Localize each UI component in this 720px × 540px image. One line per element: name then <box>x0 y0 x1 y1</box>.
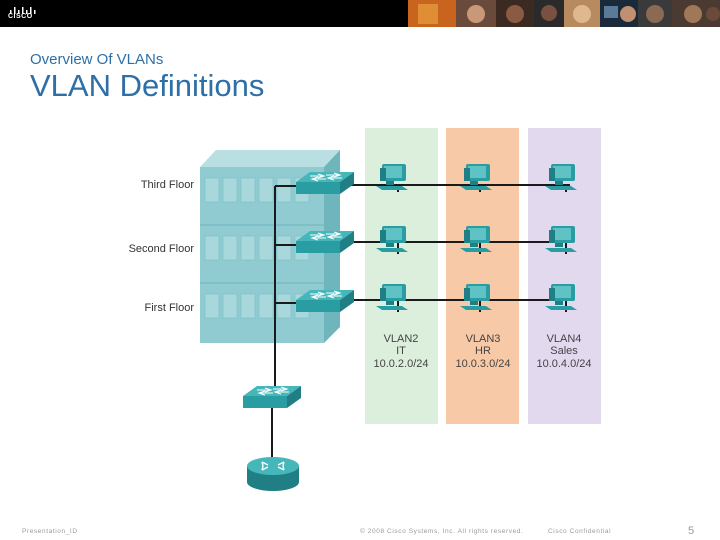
vlan-name-vlan2: VLAN2 <box>384 333 419 345</box>
vlan-subnet-vlan3: 10.0.3.0/24 <box>455 358 510 370</box>
people-photo-strip <box>408 0 720 27</box>
vlan-dept-vlan3: HR <box>475 345 491 357</box>
vlan-name-vlan3: VLAN3 <box>466 333 501 345</box>
vlan-dept-vlan2: IT <box>396 345 406 357</box>
footer-presentation-id: Presentation_ID <box>22 528 78 535</box>
page-number: 5 <box>688 525 695 537</box>
header-bar: CISCO <box>0 0 720 27</box>
vlan-name-vlan4: VLAN4 <box>547 333 582 345</box>
switch-icon <box>242 385 302 409</box>
footer-confidential: Cisco Confidential <box>548 528 612 535</box>
vlan-dept-vlan4: Sales <box>550 345 578 357</box>
slide-title: VLAN Definitions <box>30 68 265 103</box>
cisco-logo-icon <box>10 7 36 14</box>
floor-label-first: First Floor <box>145 302 195 314</box>
slide-kicker: Overview Of VLANs <box>30 51 164 68</box>
vlan-subnet-vlan4: 10.0.4.0/24 <box>536 358 591 370</box>
footer-copyright: © 2008 Cisco Systems, Inc. All rights re… <box>360 528 524 535</box>
floor-label-second: Second Floor <box>129 243 195 255</box>
router-icon <box>247 457 299 491</box>
vlan-subnet-vlan2: 10.0.2.0/24 <box>373 358 428 370</box>
logo-text: CISCO <box>8 13 33 20</box>
floor-label-third: Third Floor <box>141 179 195 191</box>
